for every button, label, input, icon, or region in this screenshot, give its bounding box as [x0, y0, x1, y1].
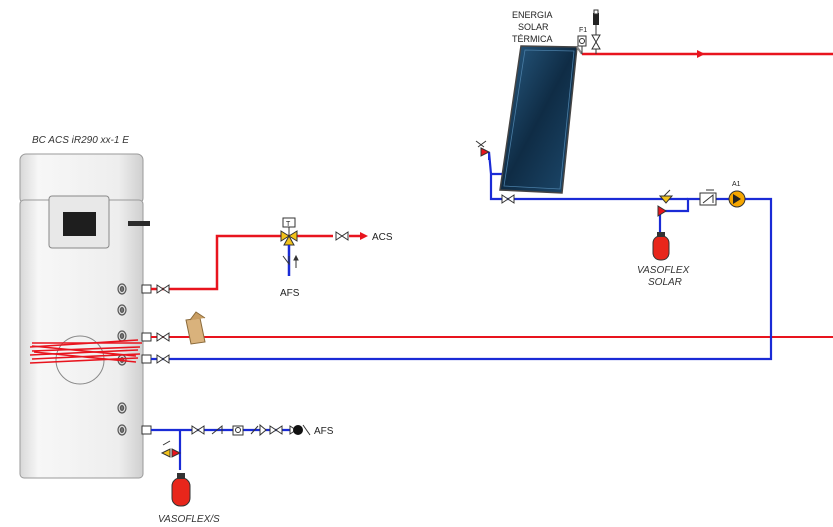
check-valve-afs — [282, 254, 299, 268]
collector-air-vent — [475, 140, 491, 160]
vasoflex-solar-line1: VASOFLEX — [637, 265, 690, 276]
solar-label-line2: SOLAR — [518, 22, 549, 32]
solar-label-line3: TÉRMICA — [512, 34, 553, 44]
solar-collector: ENERGIA SOLAR TÉRMICA — [499, 10, 583, 194]
vasoflex-s-label: VASOFLEX/S — [158, 514, 220, 525]
solar-coil — [29, 339, 142, 364]
acs-supply-line: ACS T AFS — [151, 217, 393, 299]
valve-tag-f1: F1 — [579, 27, 587, 34]
vasoflex-s-vessel: VASOFLEX/S — [158, 473, 220, 525]
tank-handle — [128, 221, 150, 226]
tank-label: BC ACS iR290 xx-1 E — [32, 135, 129, 146]
solar-pump: A1 — [728, 181, 746, 208]
solar-cold-line — [151, 151, 773, 364]
vasoflex-solar-line2: SOLAR — [648, 277, 682, 288]
acs-label: ACS — [372, 232, 393, 243]
thermostatic-mixing-valve: T — [280, 217, 298, 246]
solar-safety-valve — [657, 189, 674, 217]
afs-inlet-line: AFS — [151, 423, 334, 470]
afs-filter — [232, 425, 244, 436]
solar-top-fittings: F1 — [577, 9, 601, 54]
afs-check-valve — [211, 424, 223, 435]
pump-tag: A1 — [732, 181, 741, 188]
heat-pump-tank: BC ACS iR290 xx-1 E — [19, 135, 152, 479]
solar-hot-line — [151, 50, 833, 342]
afs-label-bottom: AFS — [314, 426, 334, 437]
control-screen — [63, 212, 96, 236]
afs-safety-valve — [160, 440, 182, 458]
acs-flow-arrow — [360, 232, 368, 240]
svg-text:T: T — [286, 221, 291, 228]
afs-label-top: AFS — [280, 288, 300, 299]
solar-label-line1: ENERGIA — [512, 10, 553, 20]
tank-port-fittings — [117, 283, 127, 436]
solar-check-valve — [699, 189, 717, 206]
vasoflex-solar-vessel: VASOFLEX SOLAR — [637, 232, 690, 288]
thermostatic-element — [185, 311, 206, 345]
